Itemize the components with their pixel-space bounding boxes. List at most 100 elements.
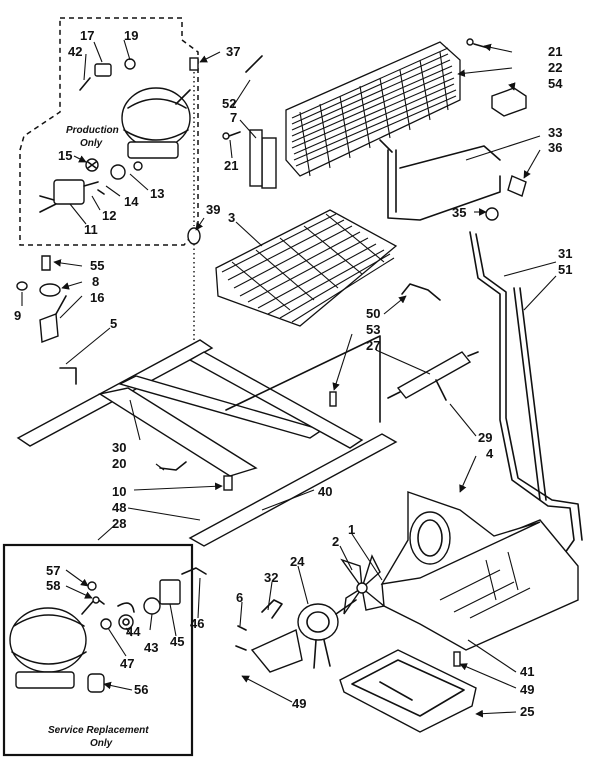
relay-box-11 <box>39 179 105 213</box>
callout-3: 3 <box>228 210 235 225</box>
service-replacement-label-2: Only <box>90 738 113 749</box>
callout-12: 12 <box>102 208 116 223</box>
callout-10: 10 <box>112 484 126 499</box>
part-45-relay <box>159 579 181 605</box>
callout-37: 37 <box>226 44 240 59</box>
callout-50: 50 <box>366 306 380 321</box>
callout-21-top: 21 <box>548 44 562 59</box>
callout-58: 58 <box>46 578 60 593</box>
screw-49-right <box>453 651 461 667</box>
callout-numbers: 17 42 19 37 21 22 54 52 7 33 36 21 15 13… <box>14 28 572 719</box>
callout-8: 8 <box>92 274 99 289</box>
part-9 <box>16 281 28 291</box>
mounting-bracket-41 <box>380 491 579 651</box>
part-46-clip <box>181 567 207 575</box>
callout-29: 29 <box>478 430 492 445</box>
callout-35: 35 <box>452 205 466 220</box>
callout-14: 14 <box>124 194 139 209</box>
callout-32: 32 <box>264 570 278 585</box>
callout-48: 48 <box>112 500 126 515</box>
clip-20 <box>159 461 187 471</box>
callout-57: 57 <box>46 563 60 578</box>
drain-pan-25 <box>339 649 477 733</box>
tube-51 <box>513 287 547 501</box>
relay-part <box>79 58 136 91</box>
callout-33: 33 <box>548 125 562 140</box>
callout-5: 5 <box>110 316 117 331</box>
callout-47: 47 <box>120 656 134 671</box>
evaporator-coil <box>215 209 398 327</box>
callout-54: 54 <box>548 76 563 91</box>
callout-30: 30 <box>112 440 126 455</box>
grommet-35 <box>485 207 499 221</box>
part-36 <box>507 175 527 197</box>
part-54 <box>491 87 527 117</box>
callout-44: 44 <box>126 624 141 639</box>
callout-49-bottom: 49 <box>292 696 306 711</box>
callout-41: 41 <box>520 664 534 679</box>
fan-blade-2 <box>340 554 386 615</box>
callout-4: 4 <box>486 446 494 461</box>
screw-37 <box>189 57 199 71</box>
callout-43: 43 <box>144 640 158 655</box>
callout-15: 15 <box>58 148 72 163</box>
callout-49-right: 49 <box>520 682 534 697</box>
part-8 <box>39 283 61 297</box>
part-52-spring <box>245 55 263 73</box>
screw-10 <box>223 475 233 491</box>
callout-17: 17 <box>80 28 94 43</box>
callout-25: 25 <box>520 704 534 719</box>
callout-42: 42 <box>68 44 82 59</box>
part-44 <box>118 614 134 630</box>
drain-tube-33 <box>379 139 501 221</box>
wire-loop <box>117 602 135 613</box>
part-56-capacitor <box>87 673 105 693</box>
callout-45: 45 <box>170 634 184 649</box>
screw-6 <box>235 625 247 651</box>
screw-53 <box>329 391 337 407</box>
callout-27: 27 <box>366 338 380 353</box>
callout-19: 19 <box>124 28 138 43</box>
callout-2: 2 <box>332 534 339 549</box>
callout-28: 28 <box>112 516 126 531</box>
tube-31 <box>469 231 583 561</box>
callout-55: 55 <box>90 258 104 273</box>
part-57-58 <box>87 581 100 604</box>
condenser-coil <box>249 41 461 189</box>
callout-20: 20 <box>112 456 126 471</box>
grommet-39 <box>187 227 201 245</box>
callout-22: 22 <box>548 60 562 75</box>
callout-46: 46 <box>190 616 204 631</box>
part-15 <box>85 158 99 172</box>
production-only-label-2: Only <box>80 138 103 149</box>
callout-16: 16 <box>90 290 104 305</box>
callout-7: 7 <box>230 110 237 125</box>
screw-55 <box>41 255 51 271</box>
callout-39: 39 <box>206 202 220 217</box>
production-only-box: Production Only <box>19 17 199 246</box>
leader-lines <box>21 39 557 718</box>
callout-31: 31 <box>558 246 572 261</box>
drier-27 <box>387 351 479 401</box>
callout-53: 53 <box>366 322 380 337</box>
callout-21-left: 21 <box>224 158 238 173</box>
part-16 <box>39 295 67 343</box>
production-compressor <box>110 87 191 180</box>
callout-13: 13 <box>150 186 164 201</box>
callout-40: 40 <box>318 484 332 499</box>
callout-1: 1 <box>348 522 355 537</box>
callout-52: 52 <box>222 96 236 111</box>
fan-motor-24 <box>297 599 357 669</box>
service-replacement-box: Service Replacement Only <box>2 543 194 757</box>
callout-36: 36 <box>548 140 562 155</box>
callout-6: 6 <box>236 590 243 605</box>
callout-51: 51 <box>558 262 572 277</box>
part-50 <box>401 283 441 301</box>
base-frame <box>16 335 398 547</box>
part-43 <box>143 597 161 615</box>
production-only-label-1: Production <box>66 125 119 136</box>
screw-21-left <box>222 131 241 140</box>
motor-bracket-32 <box>250 599 303 673</box>
callout-56: 56 <box>134 682 148 697</box>
